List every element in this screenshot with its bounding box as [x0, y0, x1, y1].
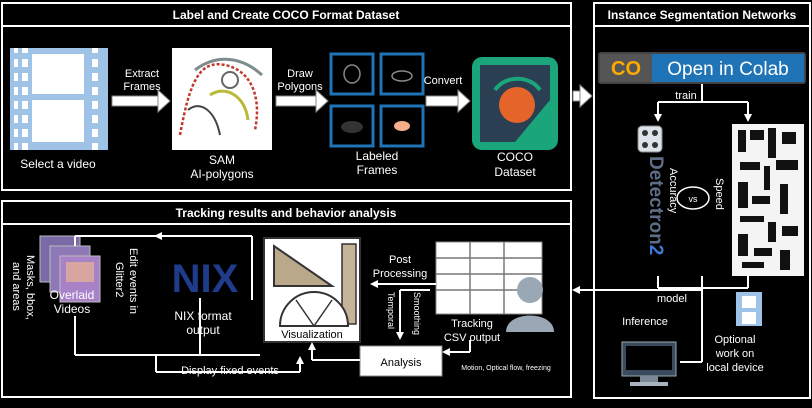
overlaid-videos-icon [39, 235, 101, 303]
nix-logo-icon: NIX [172, 257, 239, 301]
vs-label: vs [689, 194, 699, 204]
speed-label: Speed [713, 178, 725, 210]
coco-label-1: COCO [497, 150, 533, 164]
labeled-frames-label-1: Labeled [356, 149, 399, 163]
labeled-frames-grid [329, 52, 425, 148]
panel-title-dataset: Label and Create COCO Format Dataset [173, 8, 400, 22]
bottom-flow-lines [74, 232, 304, 373]
masks-label-2: and areas [10, 262, 22, 311]
optional-label-2: work on [715, 348, 755, 360]
colab-logo-icon: CO [611, 58, 641, 80]
arrow-draw [275, 88, 329, 114]
nix-logo-text: NIX [172, 257, 239, 301]
post-label-1: Post [389, 254, 411, 266]
vs-cloud-icon: vs [676, 186, 710, 210]
motion-label: Motion, Optical flow, freezing [461, 365, 551, 372]
smoothing-label: Smoothing [412, 292, 422, 335]
coco-label-2: Dataset [494, 165, 536, 179]
analysis-label: Analysis [381, 357, 422, 369]
extract-frames-label-2: Frames [123, 81, 161, 93]
small-film-icon [736, 292, 762, 326]
arrow-extract [111, 88, 171, 114]
tracking-label-1: Tracking [451, 318, 493, 330]
extract-frames-label-1: Extract [125, 68, 159, 80]
overlaid-label-2: Videos [54, 302, 90, 316]
optional-label-1: Optional [715, 334, 756, 346]
train-connector [654, 84, 752, 122]
detectron-camera-icon [637, 125, 663, 153]
person-icon [506, 277, 554, 332]
masks-label-1: Masks, bbox, [24, 255, 36, 320]
edit-events-label-1: Edit events in [127, 248, 139, 314]
visualization-icon [263, 237, 361, 343]
nix-label-1: NIX format [174, 309, 232, 323]
sam-label-2: AI-polygons [190, 167, 253, 181]
colab-label: Open in Colab [667, 59, 788, 80]
arrow-to-networks [572, 83, 593, 109]
post-label-2: Processing [373, 268, 427, 280]
labeled-frames-label-2: Frames [357, 163, 398, 177]
sam-mouse-image [172, 48, 272, 150]
yolo-network-image [732, 124, 804, 276]
analysis-box: Analysis [359, 345, 443, 377]
select-video-label: Select a video [20, 157, 96, 171]
table-icon [435, 241, 543, 315]
detectron-label: Detectron2 [645, 156, 666, 255]
computer-icon [621, 341, 677, 386]
panel-segmentation-networks: Instance Segmentation Networks [593, 2, 811, 399]
sam-label-1: SAM [209, 153, 235, 167]
panel-title-networks: Instance Segmentation Networks [608, 8, 797, 22]
edit-events-label-2: Glitter2 [113, 262, 125, 297]
panel-label-dataset: Label and Create COCO Format Dataset [1, 2, 572, 191]
nix-label-2: output [186, 323, 220, 337]
model-connector [572, 276, 749, 363]
train-label: train [675, 90, 696, 102]
draw-polygons-label-1: Draw [287, 68, 313, 80]
display-fixed-label: Display fixed events [181, 365, 279, 377]
visualization-label: Visualization [281, 329, 343, 341]
panel-title-tracking: Tracking results and behavior analysis [176, 206, 397, 220]
arrow-convert [425, 88, 471, 114]
convert-label: Convert [424, 75, 463, 87]
video-film-icon [10, 48, 108, 150]
post-processing-arrows [360, 280, 471, 363]
tracking-label-2: CSV output [444, 332, 500, 344]
accuracy-label: Accuracy [667, 168, 679, 214]
optional-label-3: local device [706, 362, 763, 374]
overlaid-label-1: Overlaid [50, 288, 95, 302]
coco-logo-icon [472, 57, 558, 150]
draw-polygons-label-2: Polygons [277, 81, 323, 93]
inference-label: Inference [622, 316, 668, 328]
panel-tracking-results: Tracking results and behavior analysis [1, 200, 572, 398]
temporal-label: Temporal [386, 292, 396, 329]
model-label: model [657, 293, 687, 305]
colab-badge[interactable]: CO Open in Colab [598, 52, 806, 84]
